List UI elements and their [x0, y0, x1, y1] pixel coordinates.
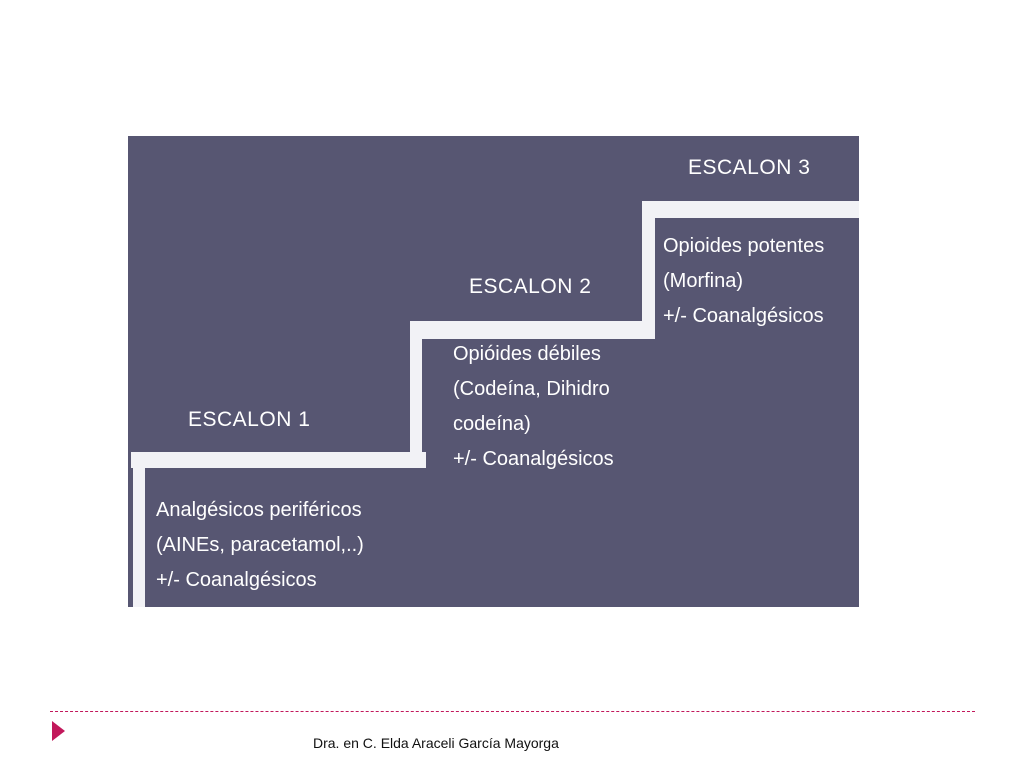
step-3-description: Opioides potentes (Morfina) +/- Coanalgé… — [663, 229, 824, 334]
step-2-line: Opióides débiles — [453, 343, 601, 365]
step-2-line: +/- Coanalgésicos — [453, 448, 614, 470]
step-3-tread — [642, 201, 859, 218]
footer-author: Dra. en C. Elda Araceli García Mayorga — [313, 735, 559, 751]
step-2-tread — [410, 321, 655, 339]
step-1-line: +/- Coanalgésicos — [156, 569, 317, 591]
step-1-line: Analgésicos periféricos — [156, 499, 362, 521]
footer-divider — [50, 711, 975, 712]
analgesic-ladder-diagram: ESCALON 1 Analgésicos periféricos (AINEs… — [128, 136, 859, 607]
step-3-title: ESCALON 3 — [688, 156, 811, 179]
step-2-line: codeína) — [453, 413, 531, 435]
step-2-description: Opióides débiles (Codeína, Dihidro codeí… — [453, 337, 614, 477]
step-3-line: +/- Coanalgésicos — [663, 305, 824, 327]
step-1-tread — [131, 452, 426, 468]
step-2-title: ESCALON 2 — [469, 275, 592, 298]
step-2-line: (Codeína, Dihidro — [453, 378, 610, 400]
step-1-riser — [133, 468, 145, 607]
step-1-title: ESCALON 1 — [188, 408, 311, 431]
step-3-line: Opioides potentes — [663, 235, 825, 257]
step-3-riser — [642, 218, 655, 321]
step-1-line: (AINEs, paracetamol,..) — [156, 534, 364, 556]
step-1-description: Analgésicos periféricos (AINEs, paraceta… — [156, 493, 364, 598]
step-3-line: (Morfina) — [663, 270, 744, 292]
step-2-riser — [410, 339, 422, 452]
triangle-bullet-icon — [52, 721, 65, 741]
